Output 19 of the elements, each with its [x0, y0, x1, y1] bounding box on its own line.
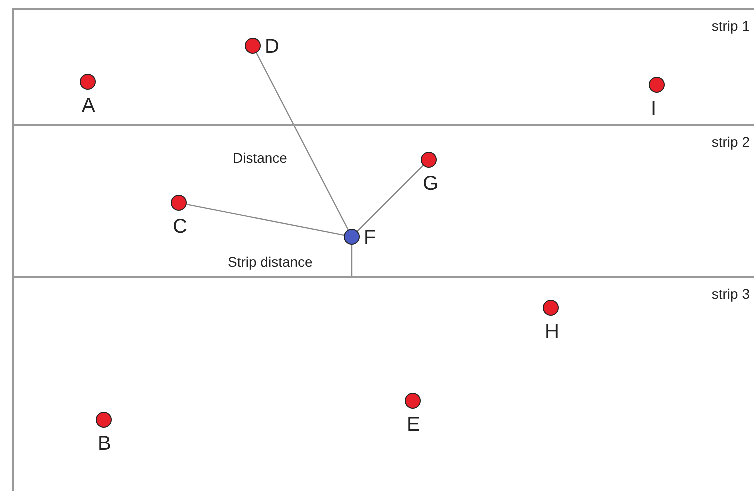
point-label: I — [651, 99, 657, 119]
strip-label: strip 2 — [712, 134, 750, 150]
point-label: A — [82, 96, 96, 116]
strip-label: strip 1 — [712, 18, 750, 34]
connector-line — [186, 204, 344, 236]
point-label: C — [173, 217, 188, 237]
strip-band — [12, 276, 754, 491]
strip-label: strip 3 — [712, 286, 750, 302]
point-label: E — [407, 415, 420, 435]
connector-line — [357, 165, 424, 232]
point-label: H — [545, 322, 560, 342]
point-label: B — [98, 434, 112, 454]
point-label: D — [265, 37, 280, 57]
point-label: F — [364, 228, 376, 248]
edge-label: Distance — [233, 150, 288, 166]
connector-line — [256, 52, 349, 230]
strip-band — [12, 8, 754, 124]
point-label: G — [423, 174, 439, 194]
dimension-label: Strip distance — [228, 254, 313, 270]
